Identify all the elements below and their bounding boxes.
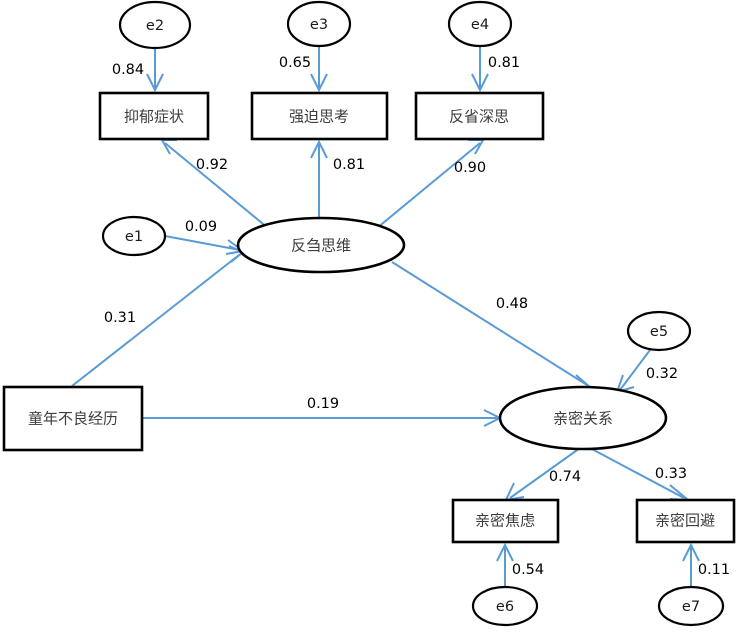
edge-e7-avoidance: [682, 542, 700, 587]
coef-e3-obsessive: 0.65: [279, 55, 311, 71]
coef-e6-anxiety: 0.54: [512, 562, 544, 578]
node-e1[interactable]: e1: [101, 215, 167, 257]
node-e3-label: e3: [310, 17, 328, 33]
edge-rumination-depressive: [160, 139, 269, 229]
edge-e6-anxiety: [496, 542, 514, 587]
node-e6-label: e6: [496, 599, 514, 615]
coef-rumination-reflective: 0.90: [454, 160, 486, 176]
coef-childhood-intimate: 0.19: [307, 396, 339, 412]
edge-childhood-rumination: [71, 245, 245, 387]
node-obsessive-label: 强迫思考: [289, 108, 349, 126]
node-intimacy-avoidance[interactable]: 亲密回避: [635, 498, 736, 544]
edge-rumination-obsessive: [310, 139, 328, 219]
coef-e5-intimate: 0.32: [646, 366, 678, 382]
edge-childhood-intimate: [142, 409, 503, 427]
edge-rumination-intimate: [391, 261, 594, 389]
edge-e1-rumination: [164, 235, 246, 255]
coef-e7-avoidance: 0.11: [698, 562, 730, 578]
node-rumination[interactable]: 反刍思维: [236, 216, 406, 274]
node-e5[interactable]: e5: [626, 310, 692, 352]
node-intimacy-anxiety[interactable]: 亲密焦虑: [451, 498, 560, 544]
coef-e2-depressive: 0.84: [112, 62, 144, 78]
node-reflective-label: 反省深思: [449, 108, 509, 126]
node-intimate-relationship[interactable]: 亲密关系: [498, 385, 668, 451]
node-e1-label: e1: [125, 229, 143, 245]
node-e7[interactable]: e7: [657, 585, 725, 627]
coef-e1-rumination: 0.09: [185, 219, 217, 235]
node-intimacy-avoidance-label: 亲密回避: [655, 512, 715, 530]
node-rumination-label: 反刍思维: [291, 237, 351, 255]
node-depressive-label: 抑郁症状: [124, 108, 184, 126]
node-e4-label: e4: [471, 17, 489, 33]
edge-rumination-reflective: [376, 139, 485, 229]
node-depressive[interactable]: 抑郁症状: [98, 91, 210, 141]
edge-e2-depressive: [146, 48, 164, 93]
coef-intimate-anxiety: 0.74: [549, 469, 581, 485]
coef-e4-reflective: 0.81: [488, 55, 520, 71]
node-e4[interactable]: e4: [447, 0, 513, 48]
node-e3[interactable]: e3: [286, 0, 352, 48]
node-intimacy-anxiety-label: 亲密焦虑: [475, 512, 535, 530]
edge-e4-reflective: [471, 46, 489, 93]
node-childhood-label: 童年不良经历: [28, 410, 118, 428]
node-e5-label: e5: [650, 324, 668, 340]
node-e7-label: e7: [682, 599, 700, 615]
coef-rumination-intimate: 0.48: [496, 296, 528, 312]
node-childhood[interactable]: 童年不良经历: [2, 385, 144, 452]
node-reflective[interactable]: 反省深思: [414, 91, 545, 141]
node-e2-label: e2: [146, 18, 164, 34]
coef-childhood-rumination: 0.31: [104, 310, 136, 326]
node-obsessive[interactable]: 强迫思考: [250, 91, 389, 141]
node-e6[interactable]: e6: [471, 585, 539, 627]
coef-rumination-depressive: 0.92: [196, 157, 228, 173]
node-intimate-relationship-label: 亲密关系: [553, 410, 613, 428]
node-e2[interactable]: e2: [118, 0, 192, 50]
edge-e3-obsessive: [310, 46, 328, 93]
coef-rumination-obsessive: 0.81: [333, 157, 365, 173]
coef-intimate-avoidance: 0.33: [655, 466, 687, 482]
